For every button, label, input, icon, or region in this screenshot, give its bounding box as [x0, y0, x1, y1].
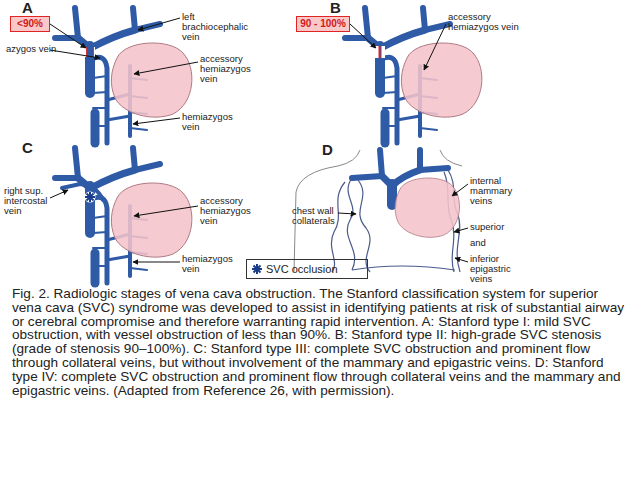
figure-caption: Fig. 2. Radiologic stages of vena cava o…: [12, 287, 628, 397]
leader-arrows: [350, 24, 446, 70]
vein-label: accessory hemiazygos vein: [200, 196, 260, 226]
leader-arrows: [50, 50, 100, 58]
vein-label: left brachiocephalic vein: [182, 12, 252, 42]
leader-arrows: [455, 258, 468, 262]
percent-box: 90 - 100%: [296, 16, 350, 32]
leader-arrows: [134, 206, 198, 216]
leader-arrows: [133, 262, 180, 263]
intercostal-vein: [62, 184, 103, 200]
heart-shape: [395, 178, 459, 237]
percent-box: <90%: [10, 16, 50, 32]
panel-letter: D: [322, 142, 342, 158]
panel-letter: B: [330, 0, 350, 16]
stenosis-mark: [87, 47, 94, 57]
leader-arrows: [454, 228, 468, 232]
panel-letter: C: [22, 140, 42, 156]
heart-shape: [111, 43, 192, 117]
collateral-veins: [331, 170, 460, 272]
collateral-veins: [347, 178, 354, 270]
leader-arrows: [424, 24, 446, 70]
leader-arrows: [50, 190, 198, 262]
heart-shape: [401, 43, 482, 117]
leader-arrows: [133, 118, 180, 124]
stenosis-mark: [379, 46, 381, 58]
vein-label: accessory hemiazygos vein: [448, 12, 528, 32]
leader-arrows: [138, 18, 180, 30]
leader-arrows: [338, 184, 468, 262]
occlusion-star: [252, 264, 263, 275]
panel-a-illustration: [50, 8, 198, 143]
leader-arrows: [134, 62, 198, 74]
leader-arrows: [350, 24, 376, 48]
vein-tree: [420, 168, 448, 170]
percent-text: 90 - 100%: [299, 18, 347, 30]
legend-box: SVC occlusion: [246, 259, 368, 279]
vein-label: azygos vein: [6, 44, 66, 54]
leader-arrows: [338, 213, 356, 214]
vein-label: inferior epigastric veins: [470, 254, 526, 284]
vein-label: internal mammary veins: [470, 176, 522, 206]
legend-swatch: [251, 263, 263, 275]
vein-label: accessory hemiazygos vein: [200, 54, 260, 84]
leader-arrows: [50, 18, 198, 124]
vein-tree: [352, 176, 382, 178]
heart-shape: [111, 183, 192, 257]
vein-tree: [380, 150, 382, 176]
panel-letter: A: [22, 0, 42, 16]
vein-label: chest wall collaterals: [292, 206, 338, 226]
stenosis-mark: [381, 46, 385, 58]
vein-label: hemiazygos vein: [182, 254, 238, 274]
panel-c-illustration: [50, 148, 198, 283]
vein-label: and: [470, 238, 510, 248]
vein-label: superior: [470, 222, 530, 232]
vein-label: right sup. intercostal vein: [4, 186, 60, 216]
leader-arrows: [50, 190, 68, 198]
percent-text: <90%: [13, 18, 47, 30]
legend-text: SVC occlusion: [266, 260, 338, 278]
occlusion-star: [85, 192, 96, 203]
leader-arrows: [452, 184, 468, 196]
vein-label: hemiazygos vein: [182, 112, 238, 132]
